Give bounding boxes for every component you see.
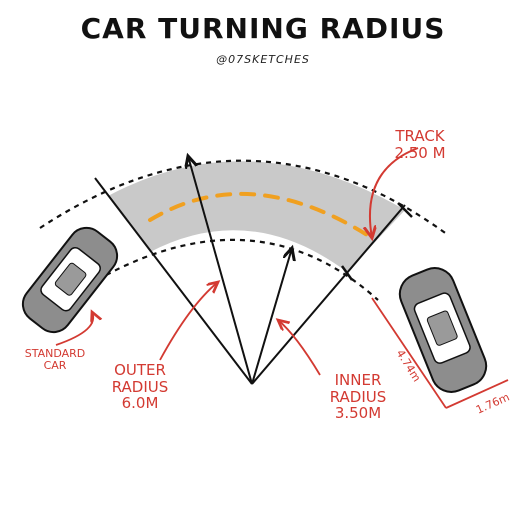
outer-radius-pointer	[159, 282, 218, 361]
outer-radius-label: OUTER RADIUS 6.0M	[100, 362, 180, 412]
track-band	[108, 161, 405, 272]
outer-radius-value: 6.0M	[121, 394, 159, 412]
length-dimension	[371, 297, 447, 409]
track-label: TRACK 2.50 M	[380, 128, 460, 161]
standard-car-label: STANDARD CAR	[20, 347, 90, 373]
outer-radius-arrow	[188, 156, 253, 385]
standard-car-line2: CAR	[43, 359, 67, 373]
boundary-line-right	[251, 204, 406, 385]
page-title: CAR TURNING RADIUS	[80, 12, 446, 45]
tick-inner	[340, 265, 354, 281]
outer-arc	[39, 159, 449, 236]
inner-radius-value: 3.50M	[334, 404, 382, 422]
standard-car-arrow	[55, 312, 93, 346]
track-value: 2.50 M	[394, 143, 446, 162]
tick-outer	[397, 202, 413, 218]
boundary-line-left	[94, 177, 253, 385]
standard-car-right	[398, 267, 488, 393]
track-arrow	[370, 147, 419, 238]
inner-radius-arrow	[251, 248, 292, 385]
width-dimension	[445, 379, 509, 409]
inner-radius-pointer	[278, 320, 321, 376]
inner-arc	[79, 238, 379, 301]
outer-radius-line2: RADIUS	[111, 377, 169, 396]
inner-radius-line2: RADIUS	[329, 387, 387, 406]
track-title: TRACK	[395, 127, 445, 145]
vehicle-path	[148, 191, 374, 240]
author-handle: @07SKETCHES	[216, 53, 310, 66]
radius-lines	[94, 156, 406, 385]
standard-car-left	[21, 226, 119, 334]
inner-radius-label: INNER RADIUS 3.50M	[318, 372, 398, 422]
standard-car-line1: STANDARD	[24, 347, 86, 360]
inner-radius-line1: INNER	[334, 371, 382, 389]
outer-radius-line1: OUTER	[114, 361, 166, 379]
